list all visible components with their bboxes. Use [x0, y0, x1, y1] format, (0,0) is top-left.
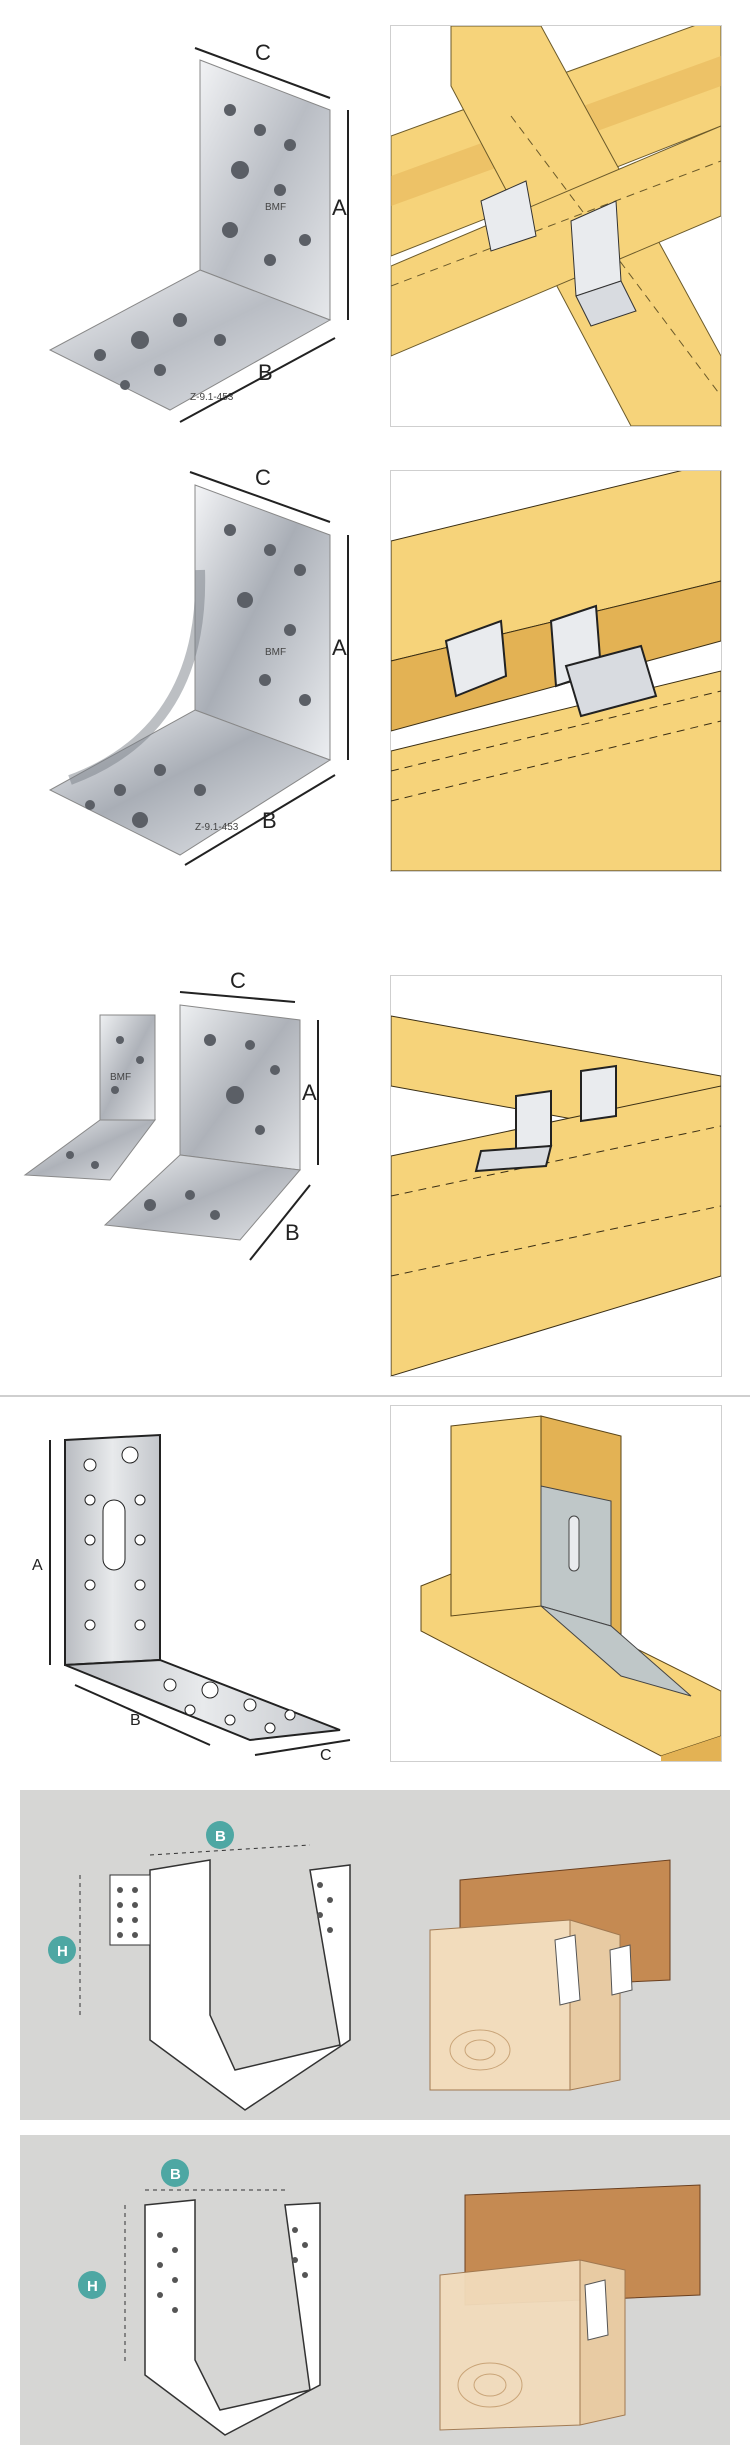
brand-stamp: BMF — [110, 1072, 131, 1083]
angle-bracket-photo-1: BMF Z-9.1-453 C A B — [30, 20, 360, 430]
angle-bracket-drawing-4: A B C — [20, 1410, 370, 1760]
brand-stamp: BMF — [265, 202, 286, 213]
dim-c-label: C — [320, 1747, 332, 1760]
dim-c-label: C — [230, 968, 246, 993]
code-stamp: Z-9.1-453 — [190, 392, 234, 403]
joist-hanger-band-1: B H — [20, 1790, 730, 2120]
dim-b-label: B — [285, 1220, 300, 1245]
installation-illustration-4 — [390, 1405, 722, 1762]
dim-b-label: B — [170, 2166, 181, 2183]
dim-b-label: B — [130, 1712, 141, 1729]
installation-illustration-2 — [390, 470, 722, 872]
code-stamp: Z-9.1-453 — [195, 822, 239, 833]
dim-h-label: H — [57, 1943, 68, 1960]
dim-a-label: A — [302, 1080, 317, 1105]
joist-hanger-band-2: B H — [20, 2135, 730, 2445]
dim-c-label: C — [255, 40, 271, 65]
dim-a-label: A — [32, 1557, 43, 1574]
angle-bracket-photo-2: BMF Z-9.1-453 C A B — [30, 450, 360, 870]
dim-b-label: B — [215, 1828, 226, 1845]
dim-c-label: C — [255, 465, 271, 490]
dim-a-label: A — [332, 195, 347, 220]
dim-h-label: H — [87, 2278, 98, 2295]
section-divider — [0, 1395, 750, 1397]
installation-illustration-1 — [390, 25, 722, 427]
dim-b-badge — [206, 1821, 234, 1849]
dim-a-label: A — [332, 635, 347, 660]
installation-illustration-3 — [390, 975, 722, 1377]
dim-b-badge — [161, 2159, 189, 2187]
brand-stamp: BMF — [265, 647, 286, 658]
dim-h-badge — [78, 2271, 106, 2299]
angle-bracket-photo-3: BMF C A B — [20, 960, 360, 1280]
dim-b-label: B — [262, 808, 277, 833]
dim-b-label: B — [258, 360, 273, 385]
dim-h-badge — [48, 1936, 76, 1964]
